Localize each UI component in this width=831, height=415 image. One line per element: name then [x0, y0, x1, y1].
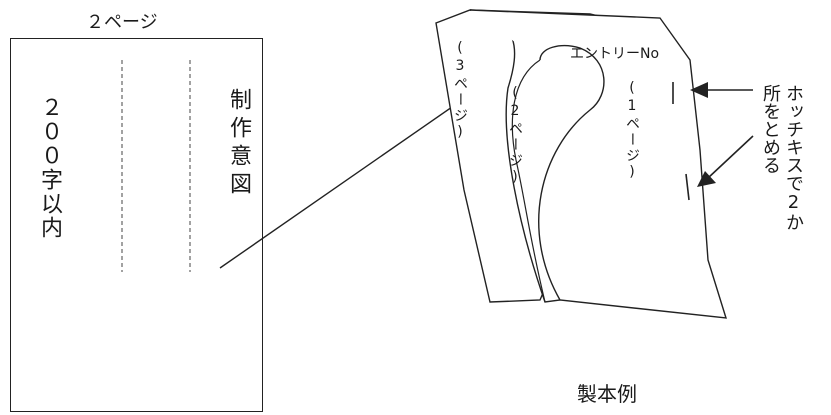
entry-number-label: エントリーNo: [570, 46, 660, 62]
staple-instruction-line2: 所をとめる: [760, 84, 781, 174]
intent-label: 制作意図: [226, 88, 251, 200]
left-page-frame: [10, 38, 263, 412]
staple-arrow-top-head: [690, 82, 708, 98]
page1-label: (1ページ): [624, 80, 640, 182]
left-page-title: ２ページ: [86, 12, 158, 33]
staple-mark-bottom: [685, 173, 690, 201]
booklet-page1: [469, 9, 727, 319]
page2-label: (2ページ): [507, 85, 523, 187]
character-limit-label: ２００字以内: [37, 96, 62, 240]
staple-instruction-line1: ホッチキスで2か: [783, 84, 804, 231]
staple-arrow-bottom-head: [697, 171, 716, 187]
booklet-inner-curl: [511, 59, 546, 303]
staple-arrow-bottom-line: [707, 135, 754, 179]
page3-label: (3ページ): [452, 40, 468, 142]
binding-example-caption: 製本例: [577, 382, 637, 406]
